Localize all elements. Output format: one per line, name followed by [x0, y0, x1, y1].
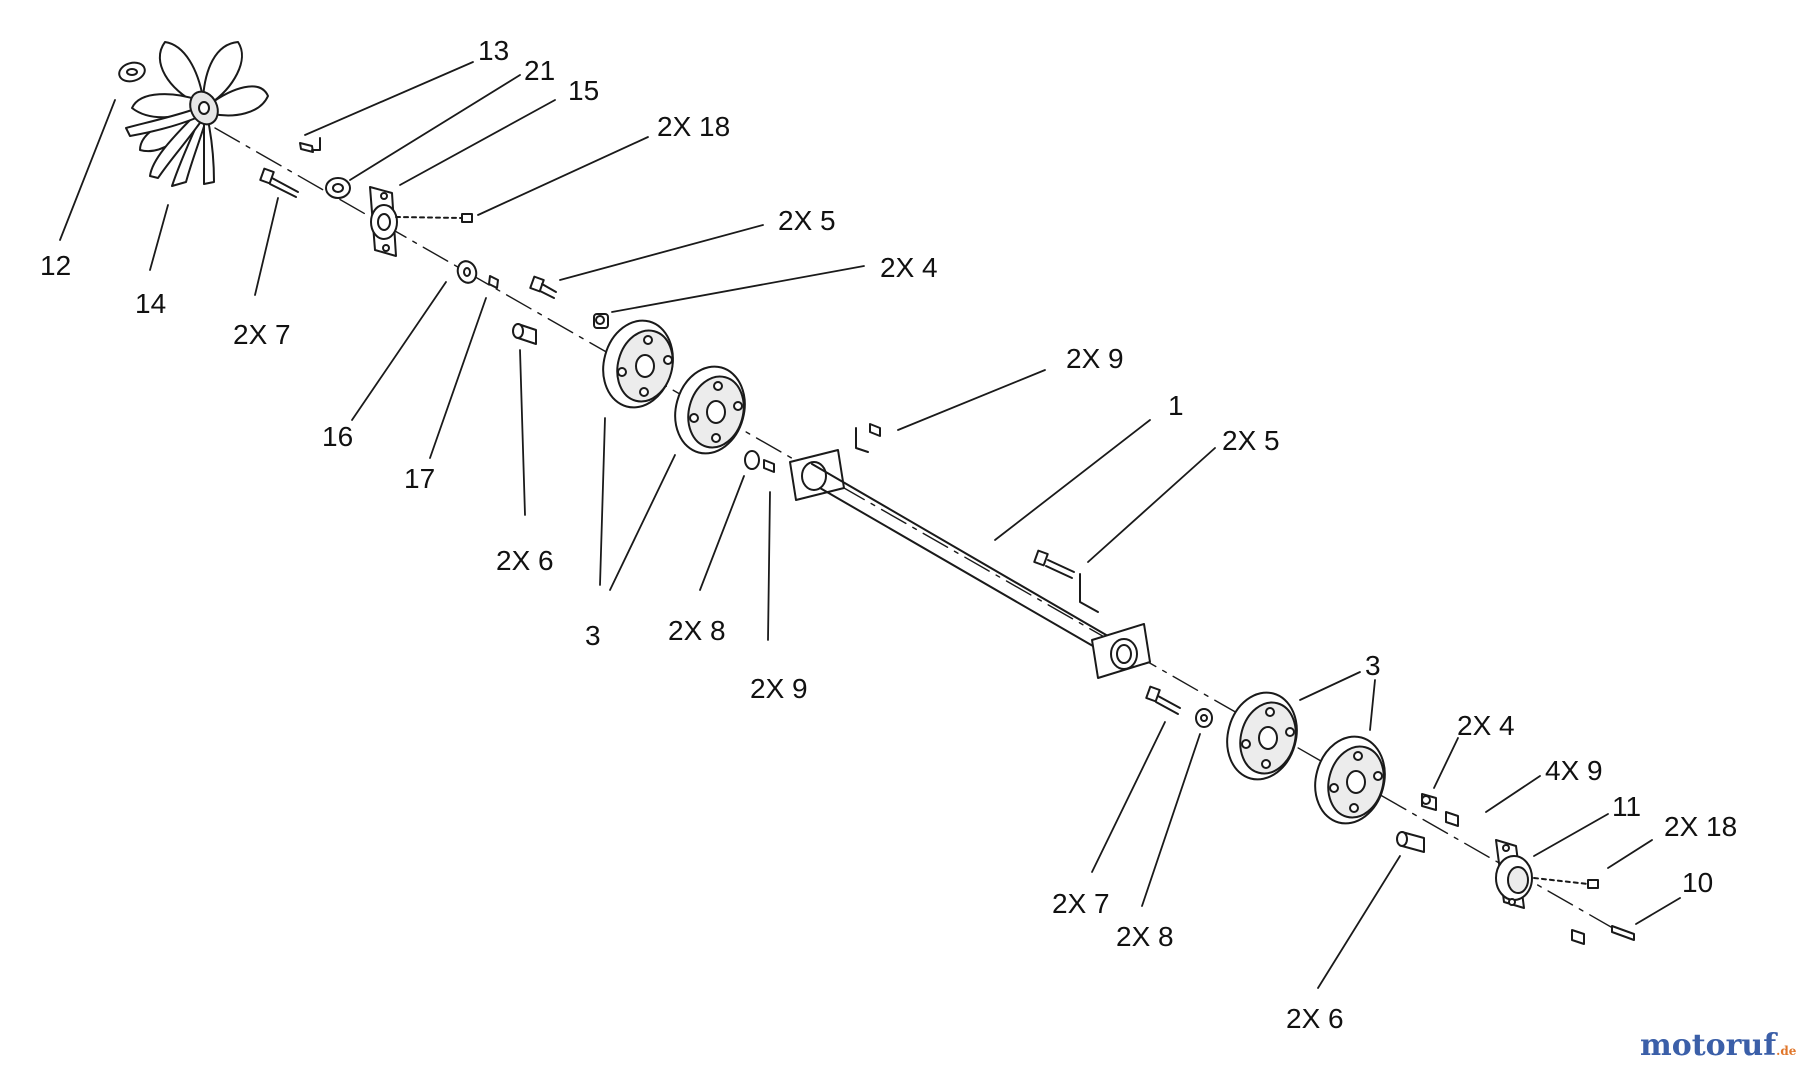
- callout-15: 15: [568, 75, 599, 106]
- nut-4-right: [1421, 793, 1437, 811]
- leader-6a: [519, 349, 526, 516]
- leader-16: [351, 281, 447, 421]
- leader-3b-2: [1369, 679, 1376, 731]
- washer-8-left: [744, 450, 760, 470]
- bolt-7-right: [1145, 685, 1181, 715]
- watermark-logo: motoruf.de: [1640, 1028, 1797, 1063]
- coupling-disk-3-left-a: [602, 319, 674, 409]
- watermark-suffix: .de: [1776, 1044, 1797, 1058]
- callout-2x4-right: 2X 4: [1457, 710, 1515, 741]
- leader-11: [1533, 813, 1609, 857]
- callout-14: 14: [135, 288, 166, 319]
- key-13: [299, 137, 321, 153]
- main-shaft-1: [811, 463, 1133, 665]
- callout-2x9-top: 2X 9: [1066, 343, 1124, 374]
- leader-7b: [1091, 721, 1166, 873]
- callout-1: 1: [1168, 390, 1184, 421]
- callout-2x9-bottom: 2X 9: [750, 673, 808, 704]
- leader-5b: [1087, 447, 1216, 563]
- callout-2x5-right: 2X 5: [1222, 425, 1280, 456]
- callout-2x18-right: 2X 18: [1664, 811, 1737, 842]
- washer-16: [456, 260, 478, 284]
- washer-12: [118, 61, 146, 83]
- washer-8-right: [1195, 708, 1213, 728]
- callout-2x7-right: 2X 7: [1052, 888, 1110, 919]
- callout-2x4-left: 2X 4: [880, 252, 938, 283]
- leader-17: [429, 297, 487, 459]
- callout-2x8-left: 2X 8: [668, 615, 726, 646]
- assembly-centerline: [214, 127, 1626, 936]
- leader-9c: [1485, 775, 1541, 813]
- coupling-disk-3-left-b: [674, 365, 746, 455]
- leader-4b: [1433, 737, 1459, 789]
- nut-9-right: [1445, 811, 1459, 827]
- key-10: [1611, 925, 1635, 941]
- leader-14: [149, 204, 169, 271]
- leader-1: [994, 419, 1151, 541]
- leader-21: [349, 74, 521, 181]
- leader-15: [399, 99, 556, 186]
- coupling-disk-3-right-b: [1314, 735, 1386, 825]
- callout-10: 10: [1682, 867, 1713, 898]
- bolt-5-left: [529, 275, 557, 299]
- bolt-5-right: [1033, 549, 1099, 613]
- spacer-6-left: [512, 323, 537, 345]
- leader-18b: [1607, 839, 1653, 869]
- callout-13: 13: [478, 35, 509, 66]
- callout-labels: 13 21 15 2X 18 12 14 2X 7 2X 5 2X 4 16 1…: [40, 35, 1737, 1034]
- washer-21: [325, 177, 351, 199]
- leader-3a-1: [599, 417, 606, 586]
- nut-9-bracket: [869, 423, 881, 437]
- shaft-bracket-left: [789, 427, 869, 501]
- leader-lines: [59, 61, 1681, 989]
- leader-18a: [477, 136, 649, 216]
- leader-8a: [699, 475, 745, 591]
- screw-18-right: [1533, 877, 1599, 889]
- leader-4a: [611, 265, 865, 313]
- shaft-bracket-right: [1091, 623, 1151, 679]
- nut-4-left: [593, 313, 609, 329]
- callout-21: 21: [524, 55, 555, 86]
- callout-17: 17: [404, 463, 435, 494]
- callout-16: 16: [322, 421, 353, 452]
- callout-12: 12: [40, 250, 71, 281]
- nut-9-bottom: [1571, 929, 1585, 945]
- callout-4x9: 4X 9: [1545, 755, 1603, 786]
- watermark-main: motoruf: [1640, 1028, 1778, 1063]
- callout-3-left: 3: [585, 620, 601, 651]
- callout-2x18-left: 2X 18: [657, 111, 730, 142]
- leader-5a: [559, 224, 764, 281]
- leader-10: [1635, 897, 1681, 925]
- callout-2x7-left: 2X 7: [233, 319, 291, 350]
- leader-8b: [1141, 733, 1201, 907]
- nut-17: [488, 275, 499, 289]
- leader-7a: [254, 197, 279, 296]
- nut-9-left: [763, 459, 775, 473]
- watermark-text: motoruf.de: [1640, 1028, 1797, 1063]
- leader-13: [304, 61, 474, 136]
- leader-6b: [1317, 855, 1401, 989]
- coupling-disk-3-right-a: [1226, 691, 1298, 781]
- bolt-7-left: [259, 167, 299, 198]
- callout-11: 11: [1612, 791, 1641, 822]
- leader-9a: [897, 369, 1046, 431]
- leader-9b: [767, 491, 771, 641]
- leader-12: [59, 99, 116, 241]
- spacer-6-right: [1396, 831, 1425, 853]
- callout-2x6-right: 2X 6: [1286, 1003, 1344, 1034]
- callout-2x6-left: 2X 6: [496, 545, 554, 576]
- leader-3a-2: [609, 454, 676, 591]
- screw-18-left: [395, 213, 473, 223]
- leader-3b-1: [1299, 671, 1361, 701]
- callout-2x5-left: 2X 5: [778, 205, 836, 236]
- bearing-flange-15: [369, 186, 398, 257]
- callout-3-right: 3: [1365, 650, 1381, 681]
- fan-blade-14: [125, 41, 269, 187]
- callout-2x8-right: 2X 8: [1116, 921, 1174, 952]
- bearing-flange-11: [1495, 839, 1533, 909]
